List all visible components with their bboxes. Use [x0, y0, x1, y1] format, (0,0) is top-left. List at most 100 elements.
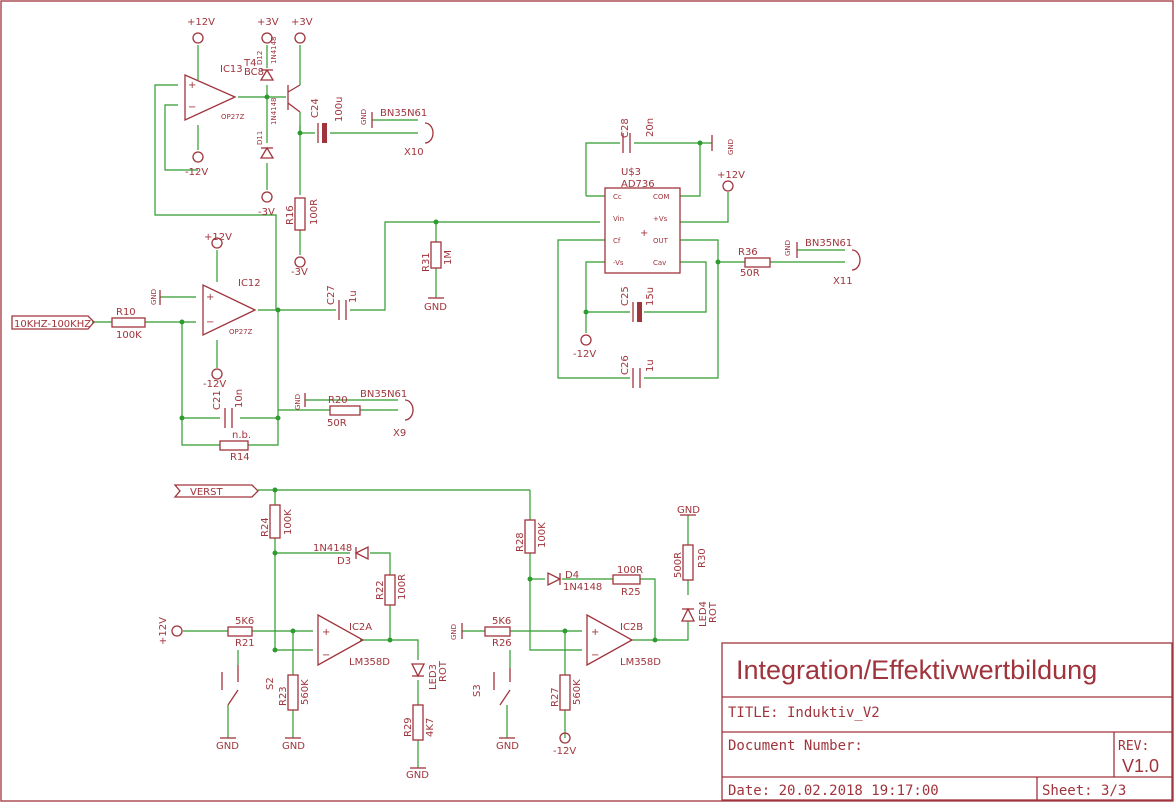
- ic2b-value: LM358D: [620, 657, 661, 668]
- gnd-label: GND: [424, 302, 447, 313]
- svg-text:+: +: [188, 80, 196, 91]
- r10-ref: R10: [116, 307, 136, 318]
- led4: [680, 607, 696, 622]
- supply-label: +12V: [717, 170, 745, 181]
- t4-value: BC8: [244, 67, 264, 78]
- svg-text:+: +: [322, 627, 330, 638]
- r31-ref: R31: [421, 252, 432, 272]
- r27-ref: R27: [550, 687, 561, 707]
- input-net-label: [11, 315, 95, 330]
- r14-value: n.b.: [232, 430, 251, 441]
- ic2a-value: LM358D: [349, 657, 390, 668]
- c27-ref: C27: [326, 285, 337, 305]
- d4-ref: D4: [565, 570, 579, 581]
- ic2b-ref: IC2B: [620, 622, 643, 633]
- u3-ref: U$3: [621, 167, 641, 178]
- diode-d12: [259, 68, 275, 81]
- resistor-r20: [329, 405, 361, 416]
- r22-value: 100R: [397, 574, 408, 600]
- c27-value: 1u: [348, 290, 359, 303]
- r23-value: 560K: [300, 679, 311, 705]
- led3-ref: LED3: [428, 664, 439, 690]
- supply-label: -3V: [291, 267, 308, 278]
- verst-label-text: VERST: [190, 487, 223, 498]
- pin-label: +Vs: [653, 215, 668, 223]
- ic12-value: OP27Z: [229, 328, 253, 336]
- resistor-r14: [219, 440, 249, 451]
- resistor-r26: [484, 626, 511, 637]
- ic13-value: OP27Z: [221, 113, 245, 121]
- r16-value: 100R: [309, 199, 320, 225]
- d3-value: 1N4148: [313, 543, 352, 554]
- connector-x9: [404, 399, 414, 421]
- gnd-label: GND: [406, 770, 429, 781]
- r21-ref: R21: [235, 638, 255, 649]
- led3-value: ROT: [438, 660, 449, 682]
- pin-label: Cf: [613, 237, 621, 245]
- verst-net-label: [173, 484, 259, 498]
- resistor-r16: [294, 197, 306, 231]
- resistor-r10: [111, 317, 146, 328]
- r22-ref: R22: [375, 580, 386, 600]
- resistor-r30: [682, 544, 694, 581]
- u3-value: AD736: [621, 179, 655, 190]
- r24-ref: R24: [260, 517, 271, 537]
- svg-text:+: +: [591, 627, 599, 638]
- r10-value: 100K: [116, 330, 142, 341]
- svg-text:+: +: [206, 292, 214, 303]
- d11-ref: D11: [256, 131, 264, 145]
- d12-ref: D12: [256, 51, 264, 65]
- r26-ref: R26: [492, 638, 512, 649]
- date-field: Date: 20.02.2018 19:17:00: [728, 783, 939, 799]
- s3-ref: S3: [472, 684, 483, 697]
- ad736-stage: C28 20n GND U$3 AD736 Cc Vin Cf -Vs COM …: [557, 118, 861, 388]
- r30-ref: R30: [697, 548, 708, 568]
- gnd-label: GND: [360, 109, 368, 125]
- supply-label: -12V: [573, 349, 596, 360]
- ic2a-ref: IC2A: [349, 622, 372, 633]
- resistor-r29: [412, 704, 424, 741]
- x10-value: BN35N61: [380, 108, 427, 119]
- supply-label: +12V: [158, 617, 169, 645]
- connector-x11: [851, 249, 861, 271]
- r36-ref: R36: [738, 247, 758, 258]
- r14-ref: R14: [230, 452, 250, 463]
- pin-label: Cc: [613, 193, 622, 201]
- ic12-ref: IC12: [238, 278, 261, 289]
- r16-ref: R16: [285, 205, 296, 225]
- c26-value: 1u: [645, 359, 656, 372]
- pin-label: Cav: [653, 259, 666, 267]
- diode-d4: [547, 571, 562, 587]
- s2-ref: S2: [265, 677, 276, 690]
- svg-text:−: −: [188, 102, 196, 113]
- resistor-r22: [384, 574, 396, 606]
- sheet-title: Integration/Effektivwertbildung: [736, 655, 1097, 685]
- resistor-r21: [227, 626, 253, 637]
- gnd-label: GND: [496, 741, 519, 752]
- ic13-opamp: [184, 74, 237, 122]
- supply-label: +12V: [204, 232, 232, 243]
- diode-d11: [259, 146, 275, 159]
- r21-value: 5K6: [235, 616, 254, 627]
- pin-label: Vin: [613, 215, 624, 223]
- input-label-text: 10KHZ-100KHZ: [14, 319, 91, 330]
- d12-value: 1N4148: [270, 36, 278, 64]
- resistor-r25: [612, 574, 641, 585]
- ic12-stage: 10KHZ-100KHZ R10 100K GND + − IC12 OP27Z…: [11, 219, 600, 463]
- r29-value: 4K7: [425, 718, 436, 737]
- resistor-r36: [744, 257, 771, 268]
- r26-value: 5K6: [492, 616, 511, 627]
- ic13-stage: + − IC13 OP27Z +12V -12V +3V +3V -3V -3V…: [154, 17, 434, 310]
- ic2a-stage: VERST R24 100K 1N4148 D3 R22 100R +12V 5…: [158, 484, 530, 781]
- resistor-r28: [524, 519, 536, 554]
- resistor-r24: [269, 504, 281, 539]
- c25-ref: C25: [620, 286, 631, 306]
- ic2b-opamp: [586, 613, 634, 667]
- t4-ref: T4: [243, 58, 256, 69]
- pin-label: OUT: [653, 237, 669, 245]
- d3-ref: D3: [337, 556, 351, 567]
- r28-value: 100K: [537, 522, 548, 548]
- d11-value: 1N4148: [270, 97, 278, 125]
- supply-label: -12V: [203, 379, 226, 390]
